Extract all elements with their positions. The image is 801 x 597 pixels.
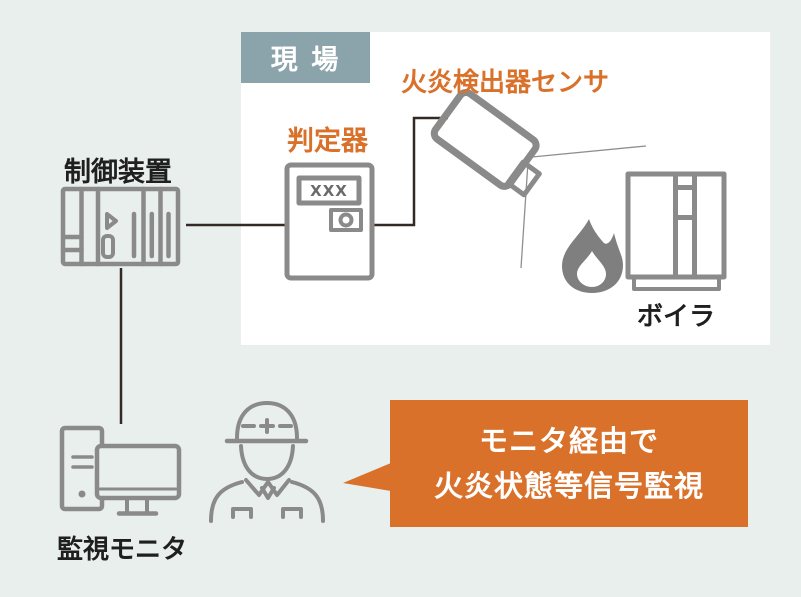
judge-display-readout: XXX — [310, 181, 348, 200]
flame-icon — [562, 219, 623, 293]
callout-line2: 火炎状態等信号監視 — [433, 468, 704, 503]
judge-box-icon — [284, 162, 375, 281]
field-area-label: 現 場 — [241, 32, 370, 83]
monitor-label: 監視モニタ — [57, 535, 188, 565]
judge-device-label: 判定器 — [287, 126, 368, 157]
callout-line1: モニタ経由で — [478, 423, 659, 458]
plc-rack-icon — [60, 186, 181, 267]
field-area-label-text: 現 場 — [270, 45, 341, 76]
callout-tail — [343, 463, 391, 491]
boiler-icon — [625, 171, 727, 291]
sight-line-right — [531, 145, 647, 158]
callout-bubble: モニタ経由で 火炎状態等信号監視 — [390, 400, 748, 527]
control-device-label: 制御装置 — [64, 157, 172, 188]
line-judge-to-sensor — [373, 116, 448, 227]
flame-sensor-label: 火炎検出器センサ — [401, 68, 610, 98]
sensor-sight-lines — [520, 145, 647, 269]
sight-line-down — [520, 161, 529, 269]
boiler-label: ボイラ — [636, 302, 715, 332]
camera-sensor-icon — [430, 88, 542, 198]
worker-icon — [209, 401, 325, 523]
desktop-computer-icon — [59, 425, 182, 516]
connector-lines — [119, 116, 448, 424]
